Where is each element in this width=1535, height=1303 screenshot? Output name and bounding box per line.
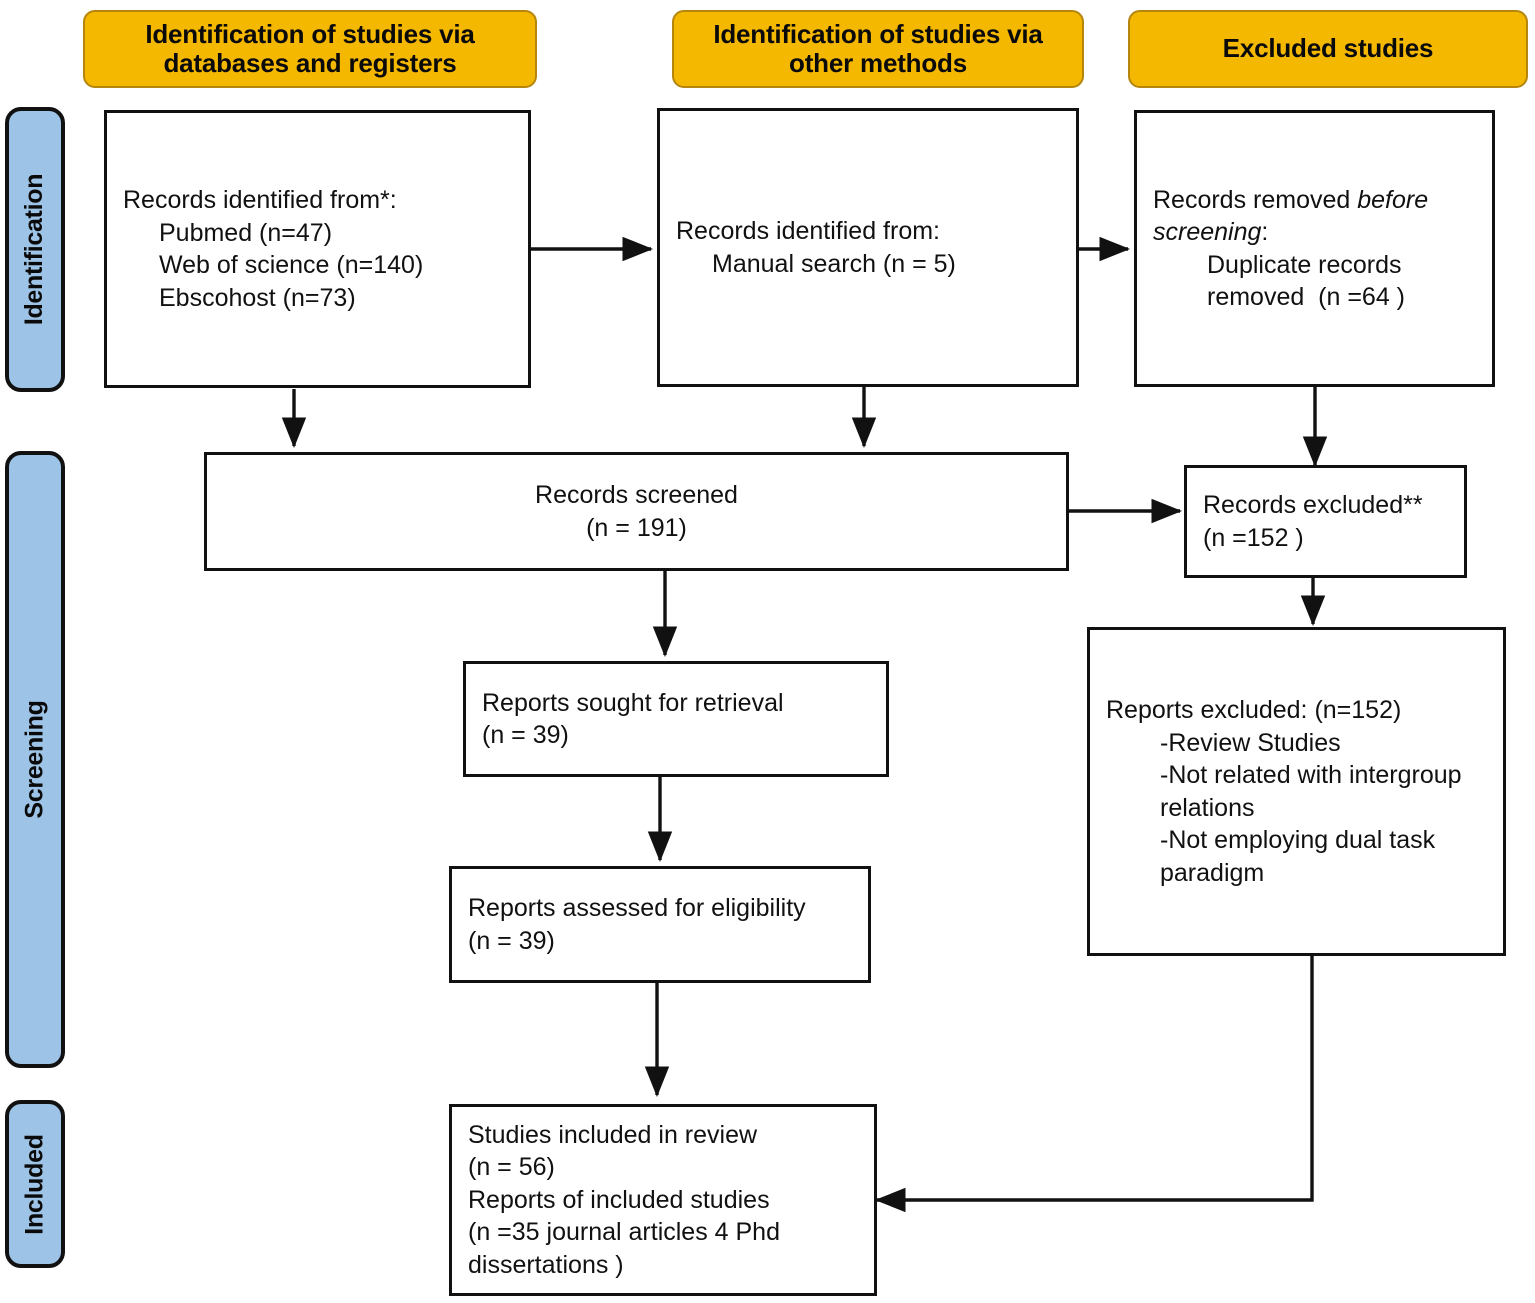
box-reports-excluded: Reports excluded: (n=152) -Review Studie… bbox=[1087, 627, 1506, 956]
box-line: Reports assessed for eligibility bbox=[468, 894, 806, 922]
stage-bar-identification: Identification bbox=[5, 107, 65, 392]
stage-bar-included-label: Included bbox=[20, 1133, 49, 1235]
box-line: removed (n =64 ) bbox=[1207, 283, 1406, 311]
box-records-identified-databases: Records identified from*: Pubmed (n=47) … bbox=[104, 110, 531, 388]
box-line: (n = 191) bbox=[586, 513, 687, 542]
box-studies-included: Studies included in review (n = 56) Repo… bbox=[449, 1104, 877, 1296]
box-line: -Not related with intergroup bbox=[1160, 761, 1462, 789]
box-line: Reports of included studies bbox=[468, 1185, 770, 1214]
box-reports-sought: Reports sought for retrieval (n = 39) bbox=[463, 661, 889, 777]
box-line: Duplicate records bbox=[1207, 250, 1402, 279]
banner-databases-registers-label: Identification of studies via databases … bbox=[145, 18, 475, 78]
box-line: Web of science (n=140) bbox=[159, 251, 424, 279]
box-line: Records screened bbox=[535, 481, 738, 509]
box-line-emphasis: screening bbox=[1153, 218, 1262, 246]
stage-bar-included: Included bbox=[5, 1100, 65, 1268]
box-records-screened: Records screened (n = 191) bbox=[204, 452, 1069, 571]
box-records-identified-other: Records identified from: Manual search (… bbox=[657, 108, 1079, 387]
banner-other-methods-label: Identification of studies via other meth… bbox=[713, 18, 1043, 78]
box-line-text: Records removed bbox=[1153, 185, 1358, 214]
box-line: Pubmed (n=47) bbox=[159, 218, 333, 247]
stage-bar-identification-label: Identification bbox=[20, 173, 49, 326]
box-line: Reports excluded: (n=152) bbox=[1106, 696, 1402, 724]
box-reports-assessed: Reports assessed for eligibility (n = 39… bbox=[449, 866, 871, 983]
box-line-text: : bbox=[1261, 218, 1269, 246]
box-line: (n = 39) bbox=[468, 926, 555, 955]
stage-bar-screening-label: Screening bbox=[20, 700, 49, 819]
banner-other-methods: Identification of studies via other meth… bbox=[672, 10, 1084, 88]
box-line: Records excluded** bbox=[1203, 491, 1423, 519]
box-records-removed: Records removed before screening: Duplic… bbox=[1134, 110, 1495, 387]
box-line-emphasis: before bbox=[1357, 185, 1429, 214]
stage-bar-screening: Screening bbox=[5, 451, 65, 1068]
box-records-excluded: Records excluded** (n =152 ) bbox=[1184, 465, 1467, 578]
box-line: Ebscohost (n=73) bbox=[159, 283, 356, 312]
box-line: paradigm bbox=[1160, 858, 1265, 887]
box-line: dissertations ) bbox=[468, 1250, 624, 1279]
box-line: Studies included in review bbox=[468, 1120, 758, 1149]
box-line: -Not employing dual task bbox=[1160, 826, 1436, 854]
box-line: Records removed before bbox=[1153, 184, 1476, 217]
box-line: (n =35 journal articles 4 Phd bbox=[468, 1218, 780, 1247]
box-line: Manual search (n = 5) bbox=[712, 249, 956, 278]
banner-excluded-studies-label: Excluded studies bbox=[1222, 33, 1434, 64]
banner-databases-registers: Identification of studies via databases … bbox=[83, 10, 537, 88]
box-line: (n = 56) bbox=[468, 1153, 555, 1182]
box-line: relations bbox=[1160, 793, 1255, 822]
box-line: -Review Studies bbox=[1160, 728, 1341, 757]
box-line: Records identified from*: bbox=[123, 186, 397, 214]
box-line: Records identified from: bbox=[676, 217, 941, 245]
banner-excluded-studies: Excluded studies bbox=[1128, 10, 1528, 88]
box-line: Reports sought for retrieval bbox=[482, 688, 784, 717]
box-line: screening: bbox=[1153, 216, 1476, 249]
box-line: (n = 39) bbox=[482, 721, 569, 749]
arrow-reports-excluded-to-included bbox=[874, 956, 1314, 1213]
box-line: (n =152 ) bbox=[1203, 523, 1304, 552]
